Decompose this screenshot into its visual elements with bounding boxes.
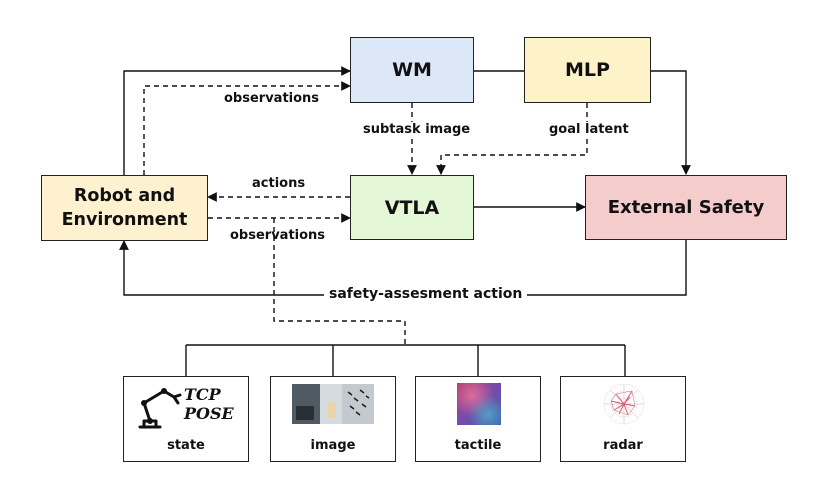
radar-caption: radar: [603, 438, 643, 453]
external-safety-node: External Safety: [585, 175, 787, 240]
safety-action-label: safety-assesment action: [324, 285, 528, 303]
wm-node: WM: [350, 37, 474, 103]
wm-label: WM: [392, 59, 432, 81]
vtla-label: VTLA: [384, 196, 440, 219]
observations-bottom-label: observations: [230, 228, 326, 243]
subtask-image-label: subtask image: [361, 122, 473, 138]
pose-text: POSE: [184, 404, 234, 423]
robot-to-wm-observations-arrow: [143, 81, 351, 175]
observations-to-modalities-line: [273, 218, 406, 345]
vtla-node: VTLA: [350, 175, 474, 240]
robot-environment-node: Robot and Environment: [41, 175, 208, 241]
mlp-node: MLP: [524, 37, 651, 103]
state-caption: state: [167, 438, 205, 453]
robot-arm-icon: [138, 388, 182, 429]
mlp-to-safety-arrow: [651, 70, 691, 175]
robot-label-line1: Robot and: [73, 186, 176, 206]
radar-chart-thumbnail: [603, 383, 645, 425]
modalities-bus-line: [185, 344, 626, 376]
image-module: image: [270, 376, 396, 462]
state-module: TCP POSE state: [123, 376, 249, 462]
image-caption: image: [310, 438, 356, 453]
robot-to-wm-arrow: [123, 66, 351, 175]
actions-label: actions: [252, 176, 306, 191]
tactile-module: tactile: [415, 376, 541, 462]
observations-top-label: observations: [224, 91, 320, 107]
radar-module: radar: [560, 376, 686, 462]
goal-latent-label: goal latent: [547, 122, 631, 138]
tcp-text: TCP: [184, 385, 221, 404]
safety-label: External Safety: [607, 197, 765, 218]
tactile-heatmap-thumbnail: [457, 383, 501, 425]
tactile-caption: tactile: [454, 438, 502, 453]
camera-image-thumbnail: [292, 384, 374, 424]
robot-label-line2: Environment: [61, 210, 188, 230]
mlp-to-vtla-goal-arrow: [436, 103, 588, 175]
mlp-label: MLP: [565, 59, 610, 81]
